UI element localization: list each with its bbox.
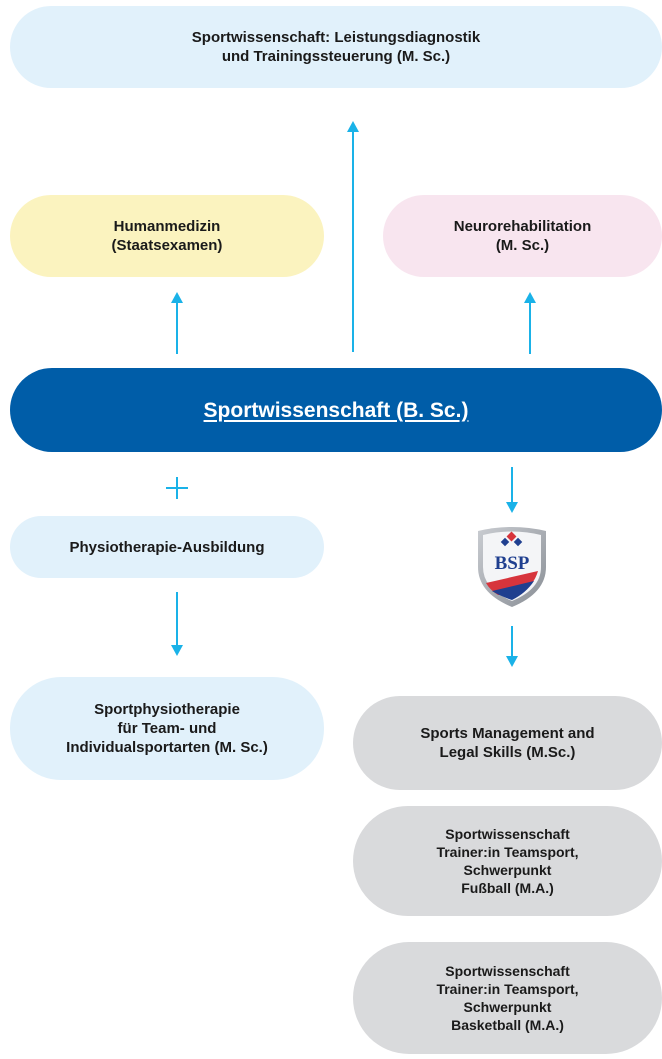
node-sports-management[interactable]: Sports Management and Legal Skills (M.Sc…: [353, 696, 662, 790]
node-top-master-line1: Sportwissenschaft: Leistungsdiagnostik: [191, 29, 481, 46]
node-sports-management-line1: Sports Management and: [420, 725, 595, 742]
shield-blue-stripe-icon: [492, 581, 534, 600]
node-trainer-fussball-line2: Trainer:in Teamsport,: [436, 844, 579, 860]
arrow-head-sports-management: [506, 656, 518, 667]
node-neuroreha-line2: (M. Sc.): [495, 237, 550, 254]
arrow-head-neuroreha: [524, 292, 536, 303]
arrow-head-humanmedizin: [171, 292, 183, 303]
node-trainer-basketball[interactable]: Sportwissenschaft Trainer:in Teamsport, …: [353, 942, 662, 1054]
arrow-head-bsp-logo: [506, 502, 518, 513]
node-trainer-fussball-line3: Schwerpunkt: [463, 862, 552, 878]
node-sportphysio-line3: Individualsportarten (M. Sc.): [66, 739, 268, 756]
arrow-head-sportphysio: [171, 645, 183, 656]
node-sportphysio-line1: Sportphysiotherapie: [94, 701, 240, 718]
node-trainer-basketball-line2: Trainer:in Teamsport,: [436, 981, 579, 997]
node-humanmedizin[interactable]: Humanmedizin (Staatsexamen): [10, 195, 324, 277]
node-sports-management-line2: Legal Skills (M.Sc.): [439, 744, 576, 761]
node-physio-ausbildung[interactable]: Physiotherapie-Ausbildung: [10, 516, 324, 578]
arrow-head-top-master: [347, 121, 359, 132]
node-physio-ausbildung-label: Physiotherapie-Ausbildung: [69, 538, 265, 556]
node-trainer-basketball-line4: Basketball (M.A.): [451, 1017, 564, 1033]
node-trainer-basketball-line1: Sportwissenschaft: [445, 963, 570, 979]
node-neuroreha[interactable]: Neurorehabilitation (M. Sc.): [383, 195, 662, 277]
node-bachelor[interactable]: Sportwissenschaft (B. Sc.): [10, 368, 662, 452]
node-neuroreha-line1: Neurorehabilitation: [453, 218, 592, 235]
diamond-red-icon: [506, 531, 517, 542]
bsp-shield-logo-icon: BSP: [478, 527, 546, 607]
node-trainer-fussball-line4: Fußball (M.A.): [461, 880, 554, 896]
node-trainer-fussball[interactable]: Sportwissenschaft Trainer:in Teamsport, …: [353, 806, 662, 916]
node-trainer-basketball-line3: Schwerpunkt: [463, 999, 552, 1015]
node-top-master-line2: und Trainingssteuerung (M. Sc.): [221, 48, 451, 65]
node-sportphysio-line2: für Team- und: [117, 720, 217, 737]
node-trainer-fussball-line1: Sportwissenschaft: [445, 826, 570, 842]
node-top-master[interactable]: Sportwissenschaft: Leistungsdiagnostik u…: [10, 6, 662, 88]
bachelor-link[interactable]: Sportwissenschaft (B. Sc.): [203, 398, 469, 422]
bsp-logo-text: BSP: [495, 553, 530, 574]
node-humanmedizin-line1: Humanmedizin: [113, 218, 221, 235]
node-sportphysio[interactable]: Sportphysiotherapie für Team- und Indivi…: [10, 677, 324, 780]
node-humanmedizin-line2: (Staatsexamen): [111, 237, 223, 254]
